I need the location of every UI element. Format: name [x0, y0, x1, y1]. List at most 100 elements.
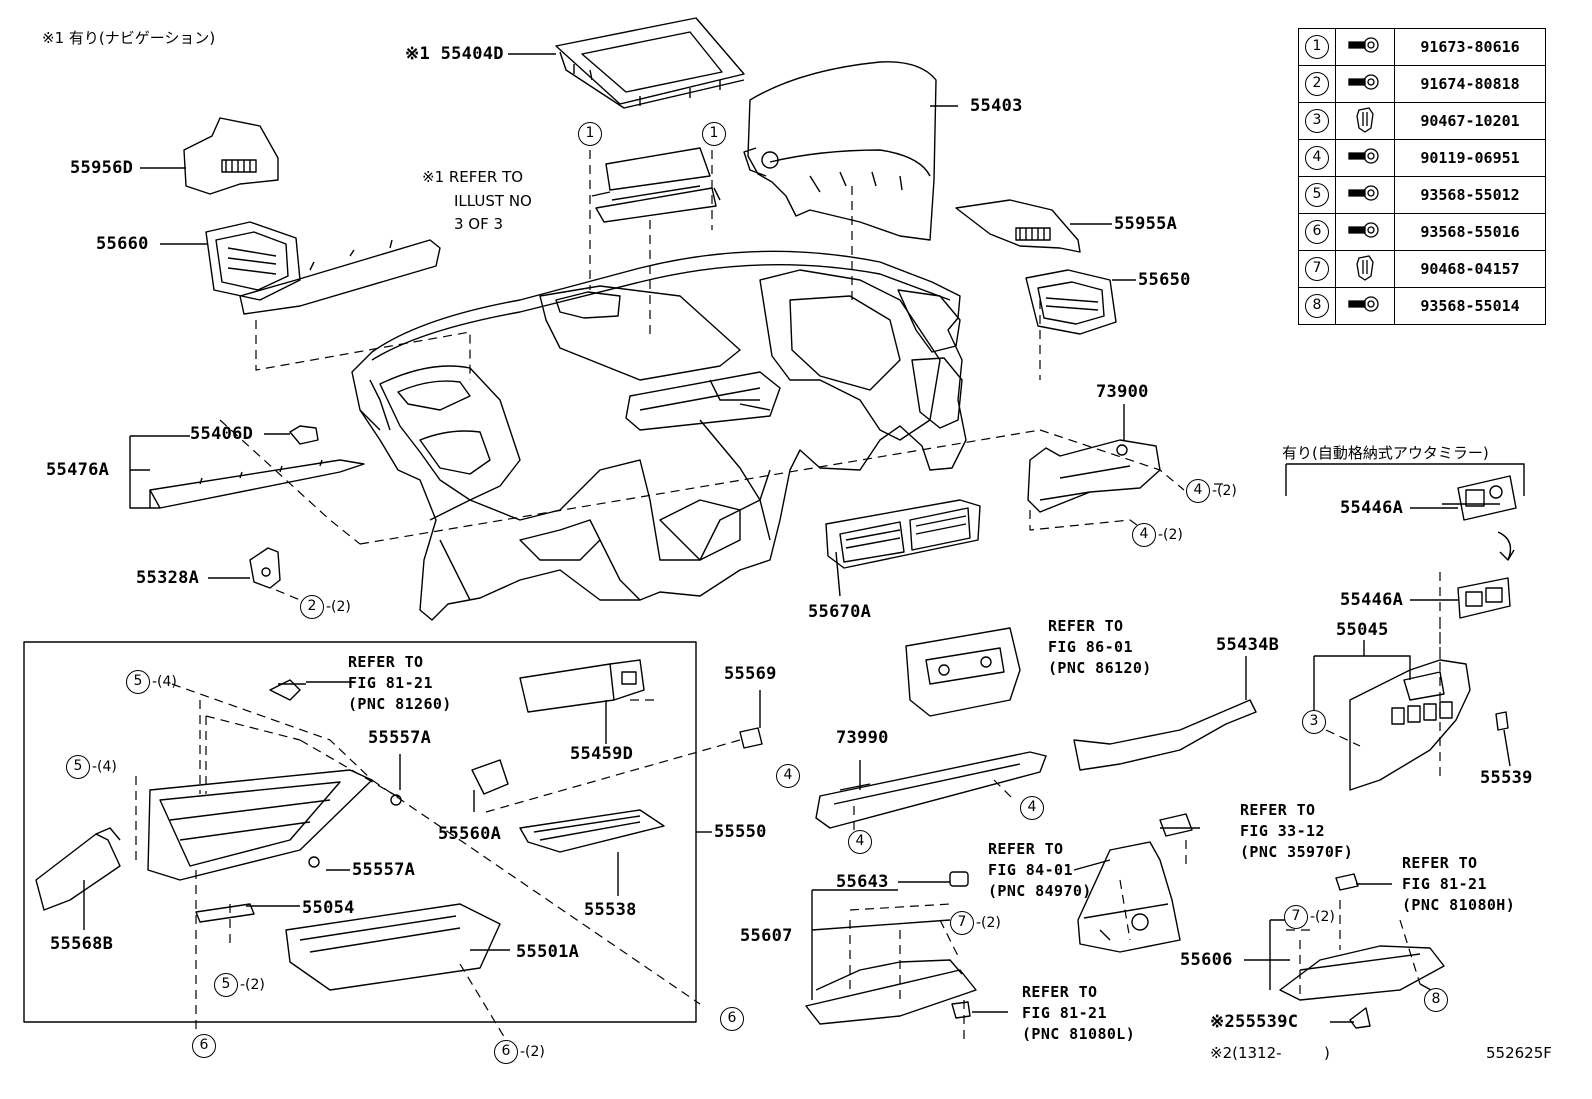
part-55550[interactable]: 55550	[714, 822, 767, 842]
part-55054[interactable]: 55054	[302, 898, 355, 918]
panel-84970	[1077, 813, 1193, 953]
part-55459D[interactable]: 55459D	[570, 744, 634, 764]
trim-55476A	[149, 425, 365, 509]
callout-5-lower: 5	[214, 973, 238, 997]
part-55446A-upper[interactable]: 55446A	[1340, 498, 1404, 518]
screw-icon	[1348, 36, 1379, 53]
part-55446A-lower[interactable]: 55446A	[1340, 590, 1404, 610]
refer-note-33-line3: (PNC 35970F)	[1240, 843, 1354, 861]
callout-5-upper-qty: -(4)	[152, 674, 177, 690]
legend-part-number[interactable]: 93568-55012	[1394, 176, 1546, 214]
refer-note-illust-line1: ※1 REFER TO	[422, 168, 524, 186]
audio-unit	[905, 627, 1021, 717]
dashed-guides	[135, 150, 1441, 1044]
leader-lines	[83, 53, 1525, 1023]
lower-bracket-55607	[805, 871, 977, 1025]
part-55328A[interactable]: 55328A	[136, 568, 200, 588]
mirror-switch-55446A	[1457, 475, 1517, 619]
part-55956D[interactable]: 55956D	[70, 158, 134, 178]
lower-panel-73900	[1027, 439, 1161, 513]
callout-1-right: 1	[702, 122, 726, 146]
refer-note-33-line1: REFER TO	[1240, 801, 1316, 819]
refer-note-81260-line3: (PNC 81260)	[348, 695, 452, 713]
register-55650	[1025, 269, 1117, 335]
navigation-note: ※1 有り(ナビゲーション)	[42, 29, 216, 47]
part-55539[interactable]: 55539	[1480, 768, 1533, 788]
screw-icon	[1348, 73, 1379, 90]
part-55406D[interactable]: 55406D	[190, 424, 254, 444]
part-55560A[interactable]: 55560A	[438, 824, 502, 844]
legend-part-number[interactable]: 93568-55014	[1394, 287, 1546, 325]
refer-note-81080l-line1: REFER TO	[1022, 983, 1098, 1001]
part-55403[interactable]: 55403	[970, 96, 1023, 116]
part-55643[interactable]: 55643	[836, 872, 889, 892]
part-55538[interactable]: 55538	[584, 900, 637, 920]
part-55476A[interactable]: 55476A	[46, 460, 110, 480]
refer-note-84-line2: FIG 84-01	[988, 861, 1073, 879]
clip-drawings	[591, 147, 721, 223]
auto-mirror-note: 有り(自動格納式アウタミラー)	[1282, 444, 1489, 462]
refer-note-81080h-line3: (PNC 81080H)	[1402, 896, 1516, 914]
part-55660[interactable]: 55660	[96, 234, 149, 254]
vent-cover-55956D	[183, 117, 279, 195]
part-55539C[interactable]: ※255539C	[1210, 1012, 1299, 1032]
refer-note-86-line1: REFER TO	[1048, 617, 1124, 635]
part-55501A[interactable]: 55501A	[516, 942, 580, 962]
part-55607[interactable]: 55607	[740, 926, 793, 946]
part-55404D[interactable]: ※1 55404D	[405, 44, 504, 64]
callout-2: 2	[300, 595, 324, 619]
screw-icon	[1348, 184, 1379, 201]
instrument-panel-reinforcement	[351, 250, 967, 621]
legend-index-cell: 6	[1298, 213, 1336, 251]
legend-index-cell: 7	[1298, 250, 1336, 288]
legend-index: 4	[1305, 146, 1329, 170]
legend-part-number[interactable]: 90119-06951	[1394, 139, 1546, 177]
refer-note-illust-line3: 3 OF 3	[454, 215, 504, 233]
legend-index: 3	[1305, 109, 1329, 133]
trim-55434B	[1073, 699, 1257, 771]
part-73900[interactable]: 73900	[1096, 382, 1149, 402]
clip-icon	[1335, 102, 1395, 140]
legend-row: 4 90119-06951	[1298, 139, 1546, 177]
legend-part-number[interactable]: 91673-80616	[1394, 28, 1546, 66]
legend-part-number[interactable]: 93568-55016	[1394, 213, 1546, 251]
screw-icon	[1348, 295, 1379, 312]
meter-hood-55403	[743, 61, 937, 241]
callout-2-qty: -(2)	[326, 599, 351, 615]
part-55045[interactable]: 55045	[1336, 620, 1389, 640]
refer-note-81080l-line3: (PNC 81080L)	[1022, 1025, 1136, 1043]
refer-note-84-line3: (PNC 84970)	[988, 882, 1092, 900]
part-55650[interactable]: 55650	[1138, 270, 1191, 290]
legend-part-number[interactable]: 91674-80818	[1394, 65, 1546, 103]
screw-icon	[1335, 176, 1395, 214]
part-55557A-lower[interactable]: 55557A	[352, 860, 416, 880]
callout-7-left-qty: -(2)	[976, 915, 1001, 931]
callout-6-right: 6	[720, 1007, 744, 1031]
part-55606[interactable]: 55606	[1180, 950, 1233, 970]
diagram-id: 552625F	[1486, 1044, 1552, 1062]
part-55569[interactable]: 55569	[724, 664, 777, 684]
callout-4-lower-qty: -(2)	[1158, 527, 1183, 543]
callout-5-middle: 5	[66, 755, 90, 779]
legend-part-number[interactable]: 90467-10201	[1394, 102, 1546, 140]
refer-note-33-line2: FIG 33-12	[1240, 822, 1325, 840]
part-55434B[interactable]: 55434B	[1216, 635, 1280, 655]
callout-5-lower-qty: -(2)	[240, 977, 265, 993]
part-73990[interactable]: 73990	[836, 728, 889, 748]
part-55670A[interactable]: 55670A	[808, 602, 872, 622]
legend-index-cell: 2	[1298, 65, 1336, 103]
screw-icon	[1348, 147, 1379, 164]
refer-note-81260-line2: FIG 81-21	[348, 674, 433, 692]
screw-icon	[1335, 65, 1395, 103]
part-55557A-upper[interactable]: 55557A	[368, 728, 432, 748]
legend-part-number[interactable]: 90468-04157	[1394, 250, 1546, 288]
part-55955A[interactable]: 55955A	[1114, 214, 1178, 234]
callout-4-upper: 4	[1186, 479, 1210, 503]
lower-bracket-55606	[1279, 873, 1445, 1029]
part-55568B[interactable]: 55568B	[50, 934, 114, 954]
